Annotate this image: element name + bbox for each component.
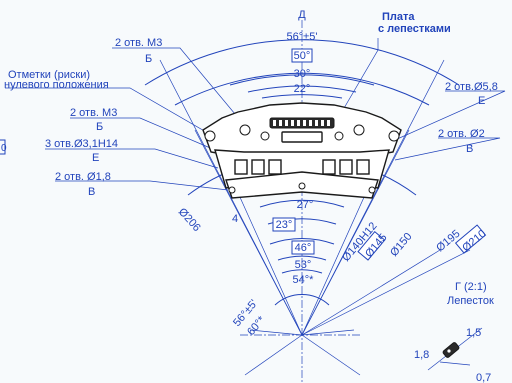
dim-angle-23: 23° <box>276 219 293 231</box>
leader-lines <box>5 38 506 191</box>
petal-label: Лепесток <box>447 295 494 307</box>
dim-angle-56: 56°±5' <box>287 31 318 43</box>
holes-3-1-sub: Е <box>92 152 99 164</box>
dim-4: 4 <box>232 213 238 225</box>
holes-5-8-sub: Е <box>478 95 485 107</box>
zero-marks-label-1: Отметки (риски) <box>8 69 90 81</box>
detail-g-label: Г (2:1) <box>455 281 487 293</box>
dim-angle-54: 54°* <box>293 274 315 286</box>
petal-detail <box>427 327 483 371</box>
dim-angle-22: 22° <box>294 83 311 95</box>
dim-angle-46: 46° <box>295 242 312 254</box>
edge-frame <box>0 139 6 155</box>
dim-angle-50: 50° <box>294 50 311 62</box>
zero-marks-label-2: нулевого положения <box>4 79 109 91</box>
construction-lines <box>159 20 471 383</box>
holes-3-1-label: 3 отв.Ø3,1H14 <box>45 138 118 150</box>
dim-angle-27: 27° <box>297 199 314 211</box>
plate-part <box>202 102 402 199</box>
plate-label-2: с лепестками <box>378 23 451 35</box>
plate-label-1: Плата <box>382 11 415 23</box>
detail-dim-0-7: 0,7 <box>476 372 491 383</box>
dim-dia-150: Ø150 <box>388 231 414 259</box>
view-d-label: Д <box>298 9 306 21</box>
dim-angle-53: 53° <box>295 259 312 271</box>
holes-1-8-sub: В <box>88 186 95 198</box>
holes-2-label: 2 отв. Ø2 <box>438 128 485 140</box>
edge-mark: 0 <box>1 143 7 154</box>
holes-5-8-label: 2 отв.Ø5,8 <box>445 81 498 93</box>
holes-m3-b-top-label: 2 отв. М3 <box>115 37 162 49</box>
holes-1-8-label: 2 отв. Ø1,8 <box>55 171 111 183</box>
holes-m3-b-left-sub: Б <box>96 121 103 133</box>
detail-dim-1-5: 1,5 <box>466 327 481 339</box>
holes-m3-b-left-label: 2 отв. М3 <box>70 107 117 119</box>
detail-dim-1-8: 1,8 <box>414 349 429 361</box>
holes-m3-b-top-sub: Б <box>145 53 152 65</box>
dim-angle-30: 30° <box>294 68 311 80</box>
dim-dia-206: Ø206 <box>176 206 203 234</box>
holes-2-sub: В <box>466 143 473 155</box>
